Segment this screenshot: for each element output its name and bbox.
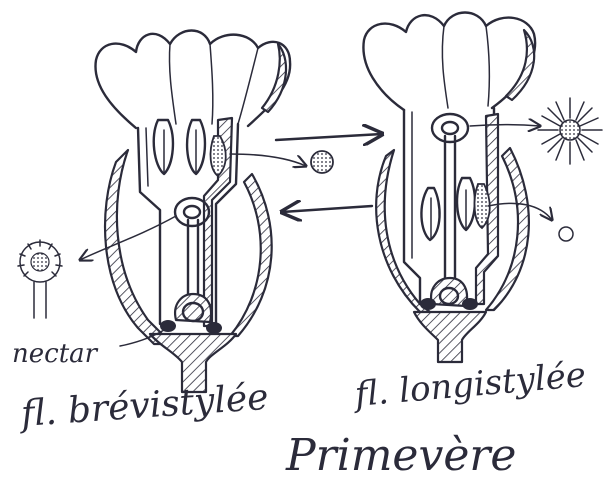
left-inner-line	[146, 128, 148, 186]
left-stigma-detail	[18, 216, 176, 318]
diagram-title: Primevère	[285, 430, 516, 481]
right-stigma-ring	[432, 114, 468, 142]
left-calyx-right	[230, 174, 272, 336]
short-style-flower	[95, 31, 290, 393]
petal-vein	[238, 48, 258, 124]
right-nectary	[420, 298, 436, 310]
petal-vein	[486, 26, 489, 106]
right-nectary	[462, 298, 478, 310]
left-stigma	[184, 206, 200, 218]
right-receptacle	[414, 312, 486, 362]
small-pollen-grain	[311, 151, 333, 173]
left-pollen-released	[230, 151, 333, 173]
arrow-to-spiky-pollen	[470, 125, 540, 127]
long-style-label: fl. longistylée	[350, 355, 587, 415]
spiky-pollen	[538, 98, 602, 164]
right-ovary	[431, 278, 467, 306]
left-nectary	[206, 322, 222, 334]
stigma-core	[31, 253, 49, 271]
petal-vein	[169, 44, 176, 124]
arrow-left-to-right	[276, 134, 382, 140]
right-small-pollen	[488, 203, 573, 241]
arrow-right-to-left	[282, 206, 372, 212]
left-ovary	[175, 294, 211, 322]
pollination-arrows	[276, 134, 382, 212]
right-style	[445, 136, 455, 282]
long-style-flower	[363, 13, 535, 363]
left-calyx	[105, 150, 166, 344]
left-petals	[95, 31, 290, 129]
petal-vein	[442, 26, 448, 108]
petal-vein	[210, 44, 213, 124]
left-style	[188, 220, 198, 296]
stigma-stalk	[34, 282, 46, 318]
small-pollen-grain-right	[559, 227, 573, 241]
right-stigma	[442, 122, 458, 134]
petal-shading	[506, 30, 534, 100]
arrow-to-pollen	[230, 154, 306, 166]
short-style-label: fl. brévistylée	[17, 377, 270, 435]
arrow-to-stigma-detail	[80, 216, 176, 260]
left-anther-pollen	[211, 136, 226, 176]
nectar-label: nectar	[12, 339, 99, 369]
petal-shading	[262, 44, 286, 112]
